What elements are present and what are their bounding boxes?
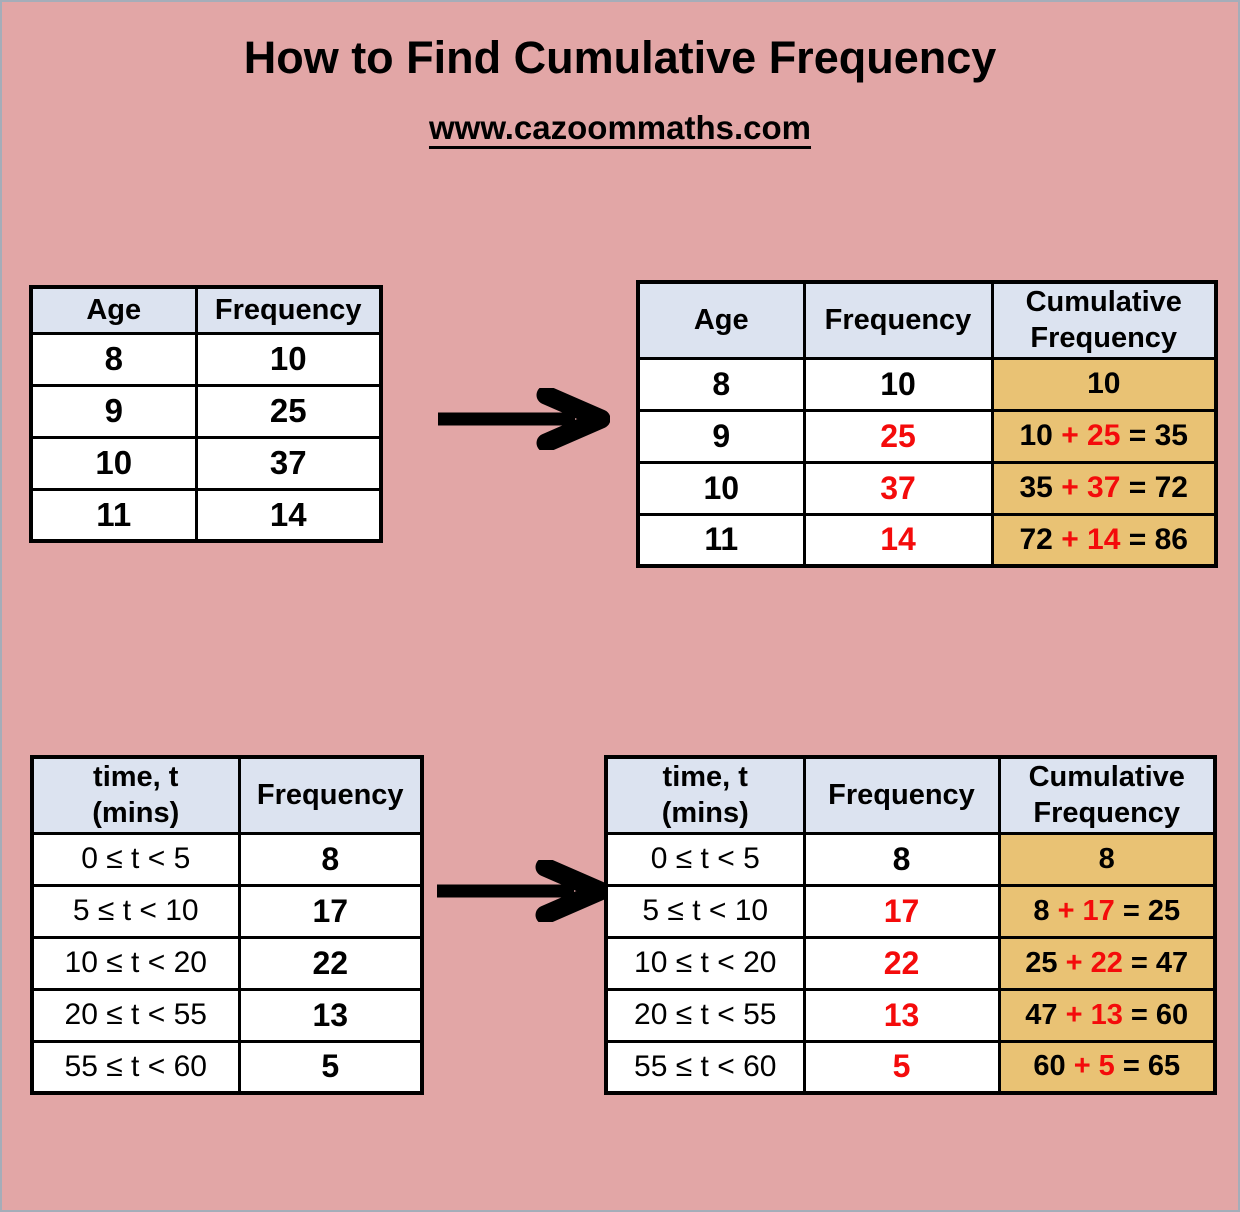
time-range-cell: 5 ≤ t < 10	[604, 883, 806, 939]
age-header: Age	[29, 285, 198, 335]
added-frequency: + 17	[1057, 894, 1115, 927]
table-header-row: Age Frequency	[29, 285, 383, 335]
page-title: How to Find Cumulative Frequency	[243, 32, 997, 83]
table-row: 20 ≤ t < 55 13 47 + 13 = 60	[604, 987, 1217, 1043]
table-row: 8 10	[29, 331, 383, 387]
frequency-cell: 22	[802, 935, 1001, 991]
table-row: 0 ≤ t < 5 8 8	[604, 831, 1217, 887]
frequency-cell: 14	[194, 487, 383, 543]
time-range-cell: 0 ≤ t < 5	[604, 831, 806, 887]
table-row: 55 ≤ t < 60 5 60 + 5 = 65	[604, 1039, 1217, 1095]
age-header: Age	[636, 280, 806, 360]
frequency-cell: 17	[802, 883, 1001, 939]
cumulative-frequency-header: Cumulative Frequency	[997, 755, 1217, 835]
cumulative-cell: 25 + 22 = 47	[997, 935, 1217, 991]
table-row: 11 14	[29, 487, 383, 543]
frequency-header: Frequency	[802, 280, 994, 360]
frequency-cell: 25	[194, 383, 383, 439]
frequency-header: Frequency	[194, 285, 383, 335]
age-cell: 8	[636, 356, 806, 412]
frequency-cell: 8	[237, 831, 424, 887]
age-cell: 8	[29, 331, 198, 387]
table-header-row: Age Frequency Cumulative Frequency	[636, 280, 1218, 360]
age-cell: 9	[29, 383, 198, 439]
age-cell: 9	[636, 408, 806, 464]
table-row: 9 25 10 + 25 = 35	[636, 408, 1218, 464]
website-link-wrap: www.cazoommaths.com	[2, 109, 1238, 147]
time-range-cell: 55 ≤ t < 60	[604, 1039, 806, 1095]
cumulative-cell: 8	[997, 831, 1217, 887]
table-row: 10 ≤ t < 20 22 25 + 22 = 47	[604, 935, 1217, 991]
frequency-cell: 10	[802, 356, 994, 412]
time-header: time, t (mins)	[30, 755, 241, 835]
age-cell: 11	[29, 487, 198, 543]
frequency-header: Frequency	[237, 755, 424, 835]
frequency-cell: 5	[237, 1039, 424, 1095]
cumulative-frequency-header: Cumulative Frequency	[990, 280, 1218, 360]
added-frequency: + 22	[1065, 946, 1123, 979]
table-row: 5 ≤ t < 10 17	[30, 883, 424, 939]
cumulative-cell: 10 + 25 = 35	[990, 408, 1218, 464]
cumulative-cell: 35 + 37 = 72	[990, 460, 1218, 516]
age-cell: 10	[29, 435, 198, 491]
cumulative-cell: 8 + 17 = 25	[997, 883, 1217, 939]
frequency-cell: 8	[802, 831, 1001, 887]
time-range-cell: 10 ≤ t < 20	[30, 935, 241, 991]
cumulative-cell: 10	[990, 356, 1218, 412]
frequency-cell: 10	[194, 331, 383, 387]
age-cumulative-frequency-table: Age Frequency Cumulative Frequency 8 10 …	[636, 280, 1218, 568]
time-range-cell: 20 ≤ t < 55	[30, 987, 241, 1043]
frequency-cell: 5	[802, 1039, 1001, 1095]
added-frequency: + 37	[1061, 471, 1121, 504]
time-range-cell: 0 ≤ t < 5	[30, 831, 241, 887]
right-arrow-icon	[435, 388, 610, 450]
frequency-cell: 13	[237, 987, 424, 1043]
frequency-cell: 17	[237, 883, 424, 939]
cumulative-cell: 47 + 13 = 60	[997, 987, 1217, 1043]
time-range-cell: 20 ≤ t < 55	[604, 987, 806, 1043]
right-arrow-icon	[434, 860, 609, 922]
frequency-cell: 25	[802, 408, 994, 464]
age-frequency-table: Age Frequency 8 10 9 25 10 37 11 14	[29, 285, 383, 543]
frequency-cell: 13	[802, 987, 1001, 1043]
table-row: 20 ≤ t < 55 13	[30, 987, 424, 1043]
frequency-cell: 14	[802, 512, 994, 568]
frequency-header: Frequency	[802, 755, 1001, 835]
added-frequency: + 25	[1061, 419, 1121, 452]
table-row: 10 37 35 + 37 = 72	[636, 460, 1218, 516]
frequency-cell: 37	[802, 460, 994, 516]
age-cell: 11	[636, 512, 806, 568]
table-row: 55 ≤ t < 60 5	[30, 1039, 424, 1095]
added-frequency: + 14	[1061, 522, 1121, 556]
cumulative-cell: 72 + 14 = 86	[990, 512, 1218, 568]
age-cell: 10	[636, 460, 806, 516]
time-header: time, t (mins)	[604, 755, 806, 835]
added-frequency: + 5	[1073, 1050, 1115, 1083]
website-link[interactable]: www.cazoommaths.com	[428, 109, 812, 146]
time-frequency-table: time, t (mins) Frequency 0 ≤ t < 5 8 5 ≤…	[30, 755, 424, 1095]
frequency-cell: 37	[194, 435, 383, 491]
cumulative-cell: 60 + 5 = 65	[997, 1039, 1217, 1095]
table-header-row: time, t (mins) Frequency Cumulative Freq…	[604, 755, 1217, 835]
time-range-cell: 55 ≤ t < 60	[30, 1039, 241, 1095]
table-row: 9 25	[29, 383, 383, 439]
table-row: 8 10 10	[636, 356, 1218, 412]
time-cumulative-frequency-table: time, t (mins) Frequency Cumulative Freq…	[604, 755, 1217, 1095]
table-row: 5 ≤ t < 10 17 8 + 17 = 25	[604, 883, 1217, 939]
table-row: 10 ≤ t < 20 22	[30, 935, 424, 991]
table-row: 0 ≤ t < 5 8	[30, 831, 424, 887]
frequency-cell: 22	[237, 935, 424, 991]
time-range-cell: 5 ≤ t < 10	[30, 883, 241, 939]
time-range-cell: 10 ≤ t < 20	[604, 935, 806, 991]
table-header-row: time, t (mins) Frequency	[30, 755, 424, 835]
table-row: 11 14 72 + 14 = 86	[636, 512, 1218, 568]
table-row: 10 37	[29, 435, 383, 491]
added-frequency: + 13	[1065, 998, 1123, 1031]
